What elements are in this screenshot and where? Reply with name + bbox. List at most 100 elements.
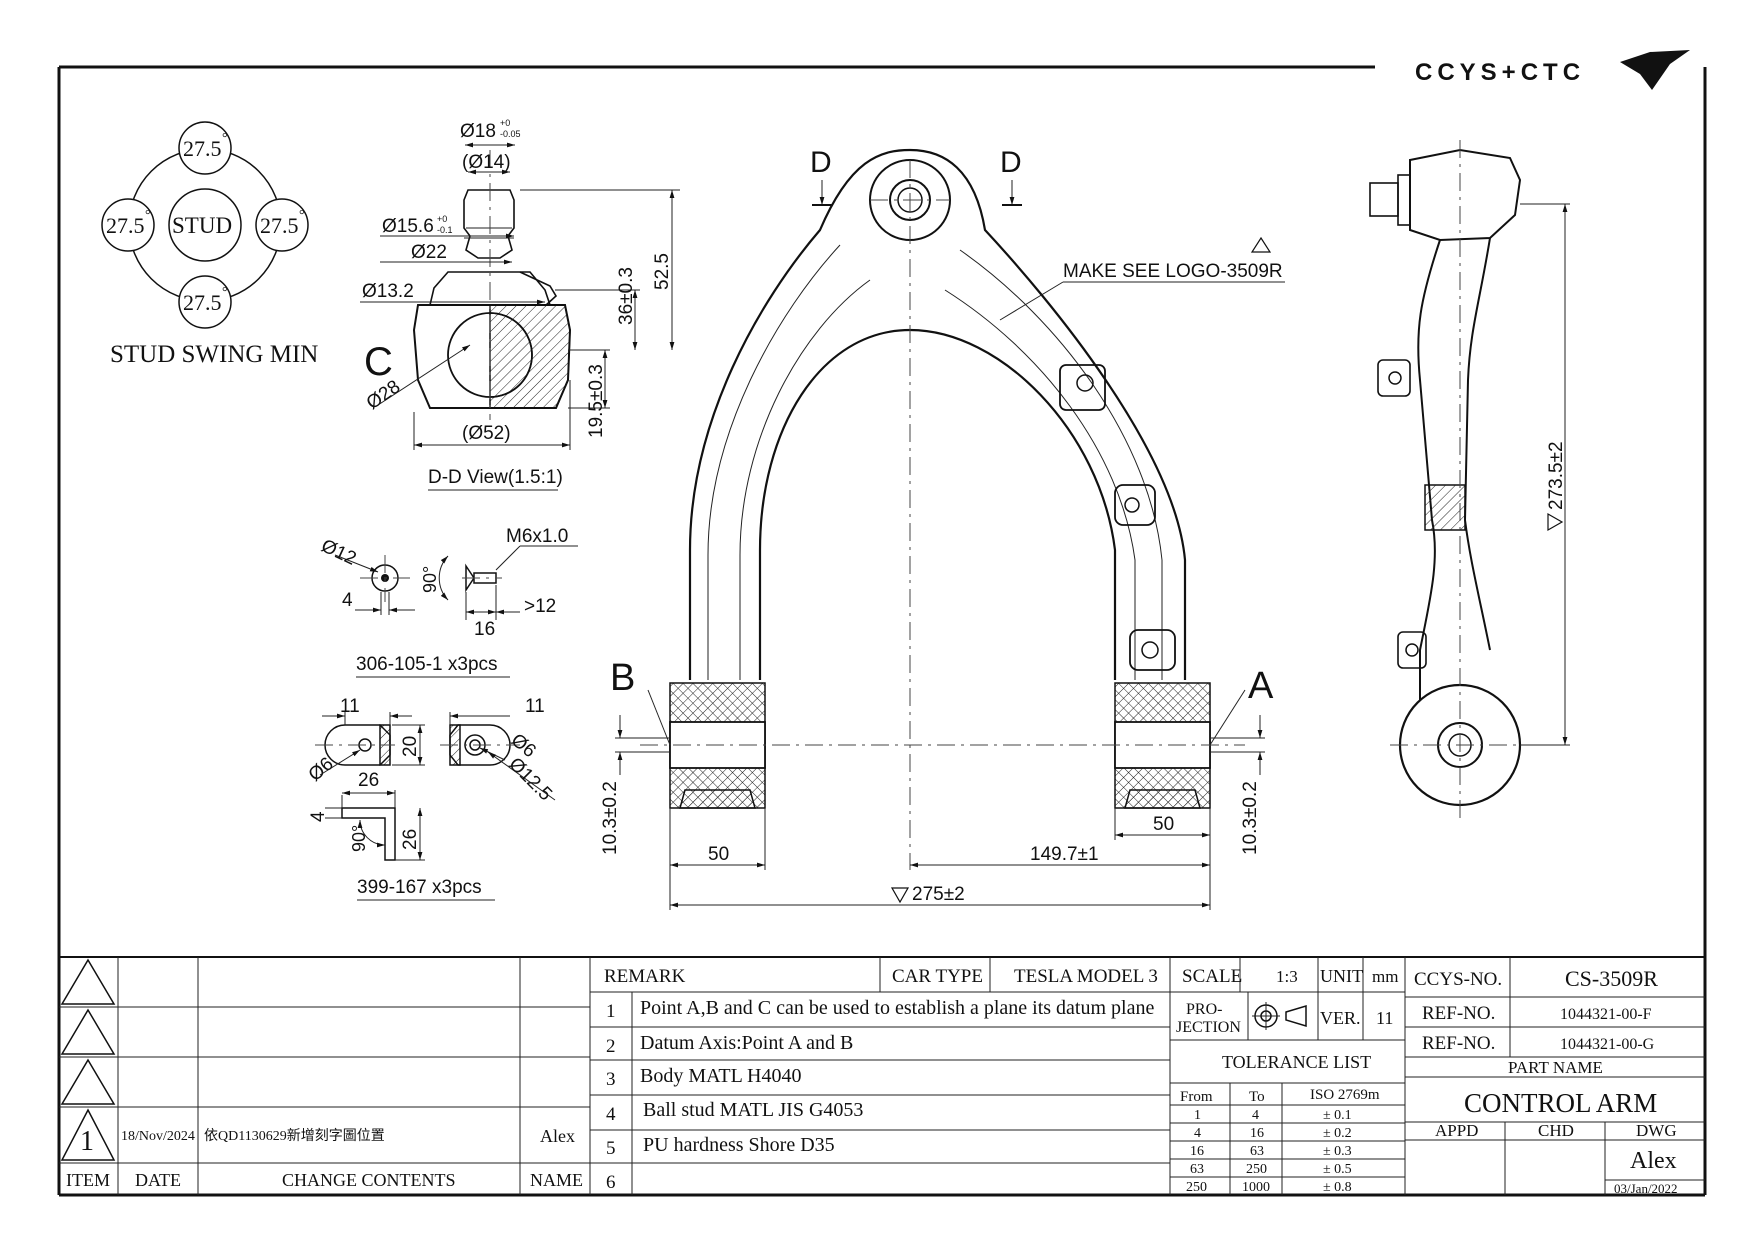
dim-26-side: 26 (400, 829, 421, 850)
screw-part-view: Ø12 4 90° M6x1.0 16 >12 306-105-1 x3pcs (318, 526, 578, 678)
car-type-label: CAR TYPE (892, 966, 983, 987)
tolerance-from: 4 (1194, 1126, 1201, 1141)
dim-275: 275±2 (912, 884, 965, 905)
section-label-d-right: D (1000, 146, 1022, 179)
dim-d15-6-tol-upper: +0 (437, 214, 447, 224)
dim-d15-6: Ø15.6 (382, 216, 434, 237)
swing-left-value: 27.5 (106, 213, 145, 238)
tolerance-from: 250 (1186, 1180, 1207, 1195)
unit-label: UNIT (1320, 966, 1363, 986)
ver-value: 11 (1376, 1008, 1393, 1028)
revision-contents: 依QD1130629新增刻字圖位置 (204, 1128, 385, 1144)
revision-triangle-icon (60, 1008, 116, 1055)
tolerance-value: ± 0.5 (1323, 1162, 1352, 1177)
bracket-part-view: 11 20 Ø6 11 Ø6 Ø12.5 26 4 90° 26 39 (305, 696, 556, 901)
angle-90: 90° (420, 566, 440, 593)
remark-no: 2 (606, 1036, 616, 1057)
chd-label: CHD (1538, 1121, 1574, 1140)
dim-16: 16 (474, 619, 495, 640)
ccys-no-value: CS-3509R (1565, 966, 1658, 991)
revision-name: Alex (540, 1126, 575, 1146)
control-arm-main-view: D D MAKE SEE LOGO-3509R B A (600, 146, 1285, 910)
dim-h19-5: 19.5±0.3 (586, 364, 607, 438)
dim-4: 4 (342, 590, 353, 611)
thread-m6: M6x1.0 (506, 526, 568, 547)
swing-bottom-value: 27.5 (183, 290, 222, 315)
header-date: DATE (135, 1170, 181, 1190)
tolerance-from: 63 (1190, 1162, 1204, 1177)
part-name-label: PART NAME (1508, 1058, 1603, 1077)
degree-mark: ° (222, 131, 228, 146)
datum-label-a: A (1248, 665, 1274, 707)
tolerance-to: 250 (1246, 1162, 1267, 1177)
dim-d14: (Ø14) (462, 152, 511, 173)
tolerance-header-from: From (1180, 1089, 1213, 1105)
logo-wing-icon (1620, 50, 1690, 90)
dim-11-right: 11 (525, 696, 545, 717)
dim-d13-2: Ø13.2 (362, 281, 414, 302)
dim-right-height: 10.3±0.2 (1240, 781, 1261, 855)
warning-triangle-icon (1250, 236, 1272, 253)
logo-note: MAKE SEE LOGO-3509R (1063, 261, 1283, 282)
appd-label: APPD (1435, 1121, 1478, 1140)
part-name-value: CONTROL ARM (1464, 1088, 1657, 1118)
tolerance-title: TOLERANCE LIST (1222, 1052, 1371, 1072)
revision-triangle-icon (60, 1058, 116, 1105)
remark-no: 4 (606, 1104, 616, 1125)
tolerance-value: ± 0.1 (1323, 1108, 1352, 1123)
tolerance-triangle-icon (890, 887, 910, 904)
section-label-d-left: D (810, 146, 832, 179)
dim-273-5: 273.5±2 (1546, 441, 1567, 510)
tolerance-value: ± 0.8 (1323, 1180, 1352, 1195)
revision-date: 18/Nov/2024 (121, 1129, 195, 1144)
remark-text: Ball stud MATL JIS G4053 (643, 1099, 863, 1121)
header-item: ITEM (66, 1170, 110, 1190)
dim-d6-left: Ø6 (305, 753, 338, 785)
degree-mark: ° (299, 208, 305, 223)
angle-90: 90° (349, 825, 369, 852)
remarks-table: REMARK CAR TYPE TESLA MODEL 3 1 Point A,… (590, 957, 1171, 1195)
stud-swing-caption: STUD SWING MIN (110, 341, 318, 368)
dim-h52-5: 52.5 (652, 253, 673, 290)
swing-top-value: 27.5 (183, 136, 222, 161)
dwg-label: DWG (1636, 1121, 1677, 1140)
header-name: NAME (530, 1170, 583, 1190)
dd-view-caption: D-D View(1.5:1) (428, 467, 563, 488)
remark-no: 3 (606, 1069, 616, 1090)
revision-triangle-icon (60, 958, 116, 1005)
dim-50-right: 50 (1153, 814, 1174, 835)
ref-no-label-2: REF-NO. (1422, 1033, 1495, 1054)
company-logo: CCYS+CTC (1415, 50, 1690, 90)
remark-no: 1 (606, 1001, 616, 1022)
dwg-name: Alex (1630, 1148, 1677, 1174)
dim-4: 4 (308, 811, 329, 822)
dim-d18-tol-lower: -0.05 (500, 129, 521, 139)
dim-gt12: >12 (524, 596, 556, 617)
dim-left-height: 10.3±0.2 (600, 781, 621, 855)
sheet-frame (57, 65, 1707, 1197)
dd-section-view: Ø18 +0 -0.05 (Ø14) Ø15.6 +0 -0.1 Ø22 Ø13… (360, 118, 680, 491)
tolerance-to: 1000 (1242, 1180, 1270, 1195)
dim-h36: 36±0.3 (616, 267, 637, 325)
remark-text: Point A,B and C can be used to establish… (640, 997, 1154, 1019)
tolerance-from: 16 (1190, 1144, 1204, 1159)
dim-d12: Ø12 (318, 535, 359, 569)
tolerance-to: 63 (1250, 1144, 1264, 1159)
dwg-date: 03/Jan/2022 (1614, 1181, 1678, 1196)
part-title-block: CCYS-NO. CS-3509R REF-NO. 1044321-00-F R… (1404, 957, 1705, 1196)
projection-label-1: PRO- (1186, 1001, 1222, 1018)
control-arm-side-view: 273.5±2 (1369, 140, 1570, 820)
scale-label: SCALE (1182, 966, 1242, 987)
tolerance-value: ± 0.2 (1323, 1126, 1352, 1141)
car-type-value: TESLA MODEL 3 (1014, 966, 1158, 987)
stud-center-label: STUD (172, 213, 232, 238)
tolerance-value: ± 0.3 (1323, 1144, 1352, 1159)
tolerance-to: 4 (1252, 1108, 1259, 1123)
remark-text: PU hardness Shore D35 (643, 1134, 835, 1156)
remark-no: 5 (606, 1138, 616, 1159)
ref-no-label-1: REF-NO. (1422, 1003, 1495, 1024)
dim-11-left: 11 (340, 696, 360, 717)
bracket-caption: 399-167 x3pcs (357, 877, 482, 898)
ver-label: VER. (1320, 1008, 1361, 1028)
